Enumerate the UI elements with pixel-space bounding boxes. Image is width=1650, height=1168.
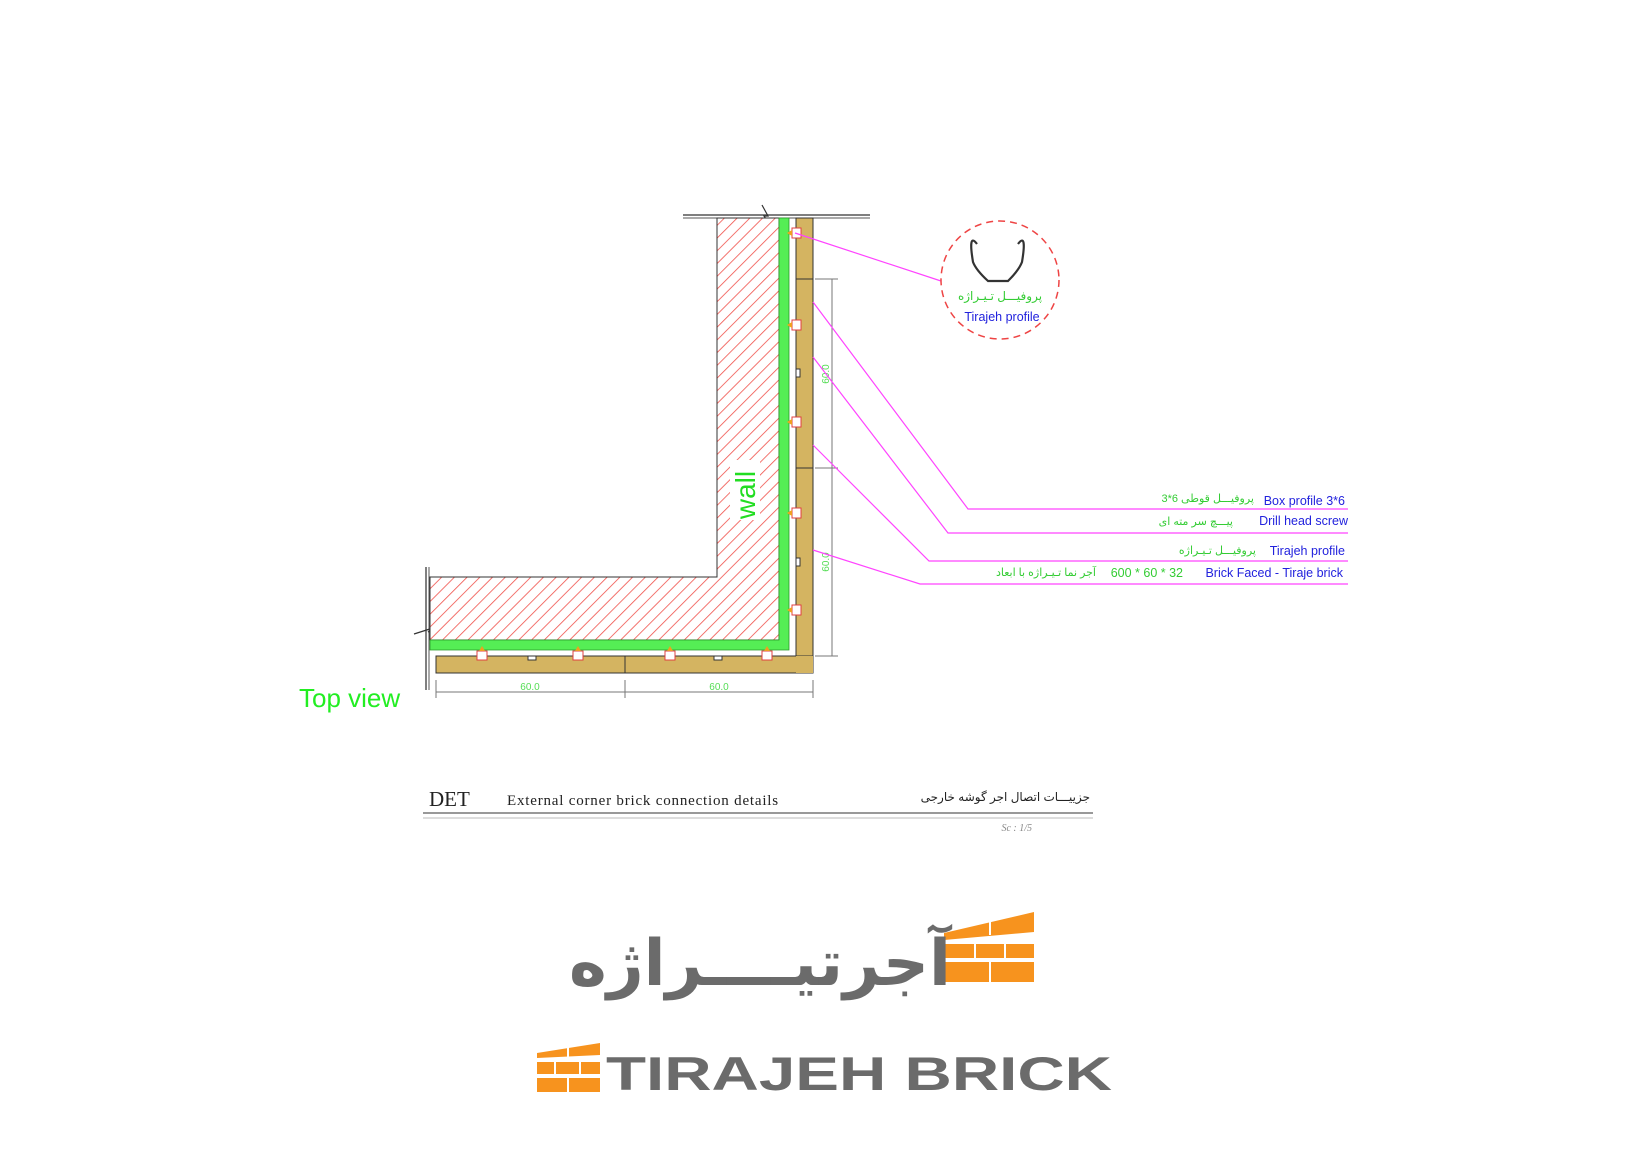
- callout-box-profile-en: Box profile 3*6: [1264, 494, 1345, 508]
- callout-box-profile-fa: 3*6 پروفیـــل قوطی: [1161, 493, 1254, 505]
- callout-screw-en: Drill head screw: [1259, 514, 1349, 528]
- dimension-label-v2: 60.0: [821, 552, 832, 572]
- screw-tip-icon: [575, 646, 581, 651]
- logo-text-en: TIRAJEH BRICK: [606, 1047, 1112, 1100]
- screw-icon: [476, 650, 488, 661]
- horizontal-dimension: [435, 680, 814, 698]
- screws-and-notches: [476, 227, 802, 661]
- callout-brick-dims: 600 * 60 * 32: [1111, 566, 1183, 580]
- company-logo: آجرتیــــراژه TIRAJEH BRICK: [537, 912, 1112, 1100]
- screw-tip-icon: [787, 419, 792, 425]
- brick-notch: [795, 557, 801, 567]
- screw-icon: [791, 416, 802, 428]
- screw-tip-icon: [667, 646, 673, 651]
- screw-icon: [791, 604, 802, 616]
- screw-tip-icon: [787, 510, 792, 516]
- tirajeh-profile-icon: [970, 239, 1025, 283]
- vertical-dimension: [815, 278, 838, 657]
- brick-notch: [527, 655, 537, 661]
- brick-logo-icon-small: [537, 1043, 600, 1092]
- callout-brick-fa: آجر نما تـیـراژه با ابعاد: [996, 565, 1097, 579]
- callout-profile-fa: پروفیـــل تـیـراژه: [1179, 545, 1256, 557]
- dimension-label-h2: 60.0: [709, 682, 729, 693]
- screw-icon: [791, 319, 802, 331]
- screw-icon: [791, 507, 802, 519]
- detail-title-en: External corner brick connection details: [507, 793, 779, 809]
- logo-text-fa: آجرتیــــراژه: [569, 923, 953, 1001]
- callout-brick-en: Brick Faced - Tiraje brick: [1205, 566, 1343, 580]
- screw-icon: [664, 650, 676, 661]
- leader-lines: [794, 232, 1348, 585]
- dimension-label-h1: 60.0: [520, 682, 540, 693]
- wall-section: [429, 217, 780, 641]
- detail-label-en: Tirajeh profile: [964, 310, 1039, 324]
- brick-notch: [713, 655, 723, 661]
- horizontal-bricks: [435, 655, 814, 674]
- callout-profile-en: Tirajeh profile: [1270, 544, 1345, 558]
- screw-tip-icon: [764, 646, 770, 651]
- tirajeh-profile-layer: [429, 217, 790, 651]
- detail-label-fa: پروفیـــل تـیـراژه: [958, 289, 1042, 304]
- screw-tip-icon: [479, 646, 485, 651]
- scale-label: Sc : 1/5: [1001, 823, 1032, 834]
- brick-logo-icon: [944, 912, 1034, 982]
- view-label: Top view: [299, 683, 400, 713]
- wall-label: wall: [730, 471, 761, 520]
- screw-tip-icon: [787, 230, 792, 236]
- profile-detail-callout: پروفیـــل تـیـراژه Tirajeh profile: [940, 220, 1060, 340]
- screw-tip-icon: [787, 322, 792, 328]
- screw-icon: [761, 650, 773, 661]
- detail-code: DET: [429, 787, 470, 811]
- vertical-bricks: [795, 217, 814, 657]
- wall-label-bg: [730, 460, 760, 520]
- screw-tip-icon: [787, 607, 792, 613]
- callout-screw-fa: پیـــچ سر مته ای: [1159, 516, 1233, 528]
- screw-icon: [572, 650, 584, 661]
- brick-notch: [795, 368, 801, 378]
- detail-title-fa: جزییـــات اتصال اجر گوشه خارجی: [921, 790, 1090, 805]
